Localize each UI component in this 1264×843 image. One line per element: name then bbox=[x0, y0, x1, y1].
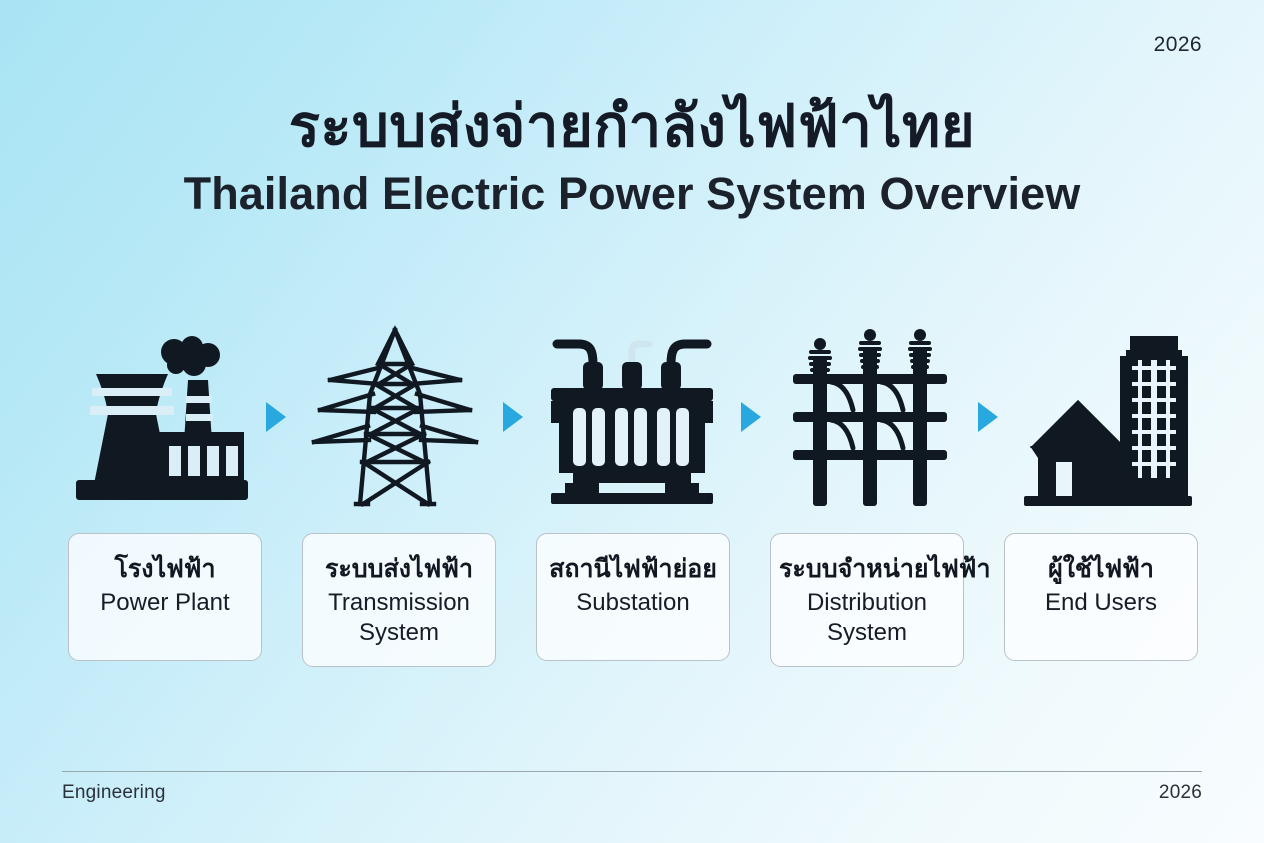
power-plant-icon bbox=[62, 322, 252, 512]
stage-label-thai: ผู้ใช้ไฟฟ้า bbox=[1048, 555, 1154, 583]
transmission-tower-icon bbox=[300, 322, 490, 512]
footer: Engineering 2026 bbox=[62, 782, 1202, 804]
footer-right-year: 2026 bbox=[1158, 782, 1202, 803]
stage-card-distribution-system[interactable]: ระบบจำหน่ายไฟฟ้า Distribution System bbox=[770, 533, 991, 667]
stage-label-english: Transmission System bbox=[328, 588, 470, 646]
corner-year-label: 2026 bbox=[1153, 33, 1202, 56]
right-arrow-icon bbox=[973, 322, 1003, 512]
stage-label-thai: ระบบส่งไฟฟ้า bbox=[324, 555, 474, 583]
title-block: ระบบส่งจ่ายกำลังไฟฟ้าไทย Thailand Electr… bbox=[0, 94, 1264, 220]
stage-label-cards: โรงไฟฟ้า Power Plant ระบบส่งไฟฟ้า Transm… bbox=[68, 533, 1198, 667]
stage-label-english: End Users bbox=[1044, 588, 1158, 616]
stage-card-end-users[interactable]: ผู้ใช้ไฟฟ้า End Users bbox=[1004, 533, 1198, 661]
process-flow-icons bbox=[62, 322, 1202, 512]
footer-divider bbox=[62, 771, 1202, 772]
stage-label-english: Power Plant bbox=[100, 588, 230, 616]
stage-label-english: Distribution System bbox=[806, 588, 928, 646]
right-arrow-icon bbox=[498, 322, 528, 512]
distribution-poles-icon bbox=[775, 322, 965, 512]
stage-card-substation[interactable]: สถานีไฟฟ้าย่อย Substation bbox=[536, 533, 730, 661]
stage-card-transmission-system[interactable]: ระบบส่งไฟฟ้า Transmission System bbox=[302, 533, 496, 667]
stage-card-power-plant[interactable]: โรงไฟฟ้า Power Plant bbox=[68, 533, 262, 661]
stage-label-thai: ระบบจำหน่ายไฟฟ้า bbox=[779, 555, 991, 583]
page-title-thai: ระบบส่งจ่ายกำลังไฟฟ้าไทย bbox=[288, 94, 976, 159]
page-title-english: Thailand Electric Power System Overview bbox=[183, 167, 1081, 219]
right-arrow-icon bbox=[736, 322, 766, 512]
stage-label-english: Substation bbox=[576, 588, 690, 616]
stage-label-thai: โรงไฟฟ้า bbox=[114, 555, 216, 583]
stage-label-thai: สถานีไฟฟ้าย่อย bbox=[549, 555, 717, 583]
substation-transformer-icon bbox=[537, 322, 727, 512]
buildings-end-users-icon bbox=[1012, 322, 1202, 512]
footer-left-label: Engineering bbox=[62, 782, 166, 803]
right-arrow-icon bbox=[261, 322, 291, 512]
